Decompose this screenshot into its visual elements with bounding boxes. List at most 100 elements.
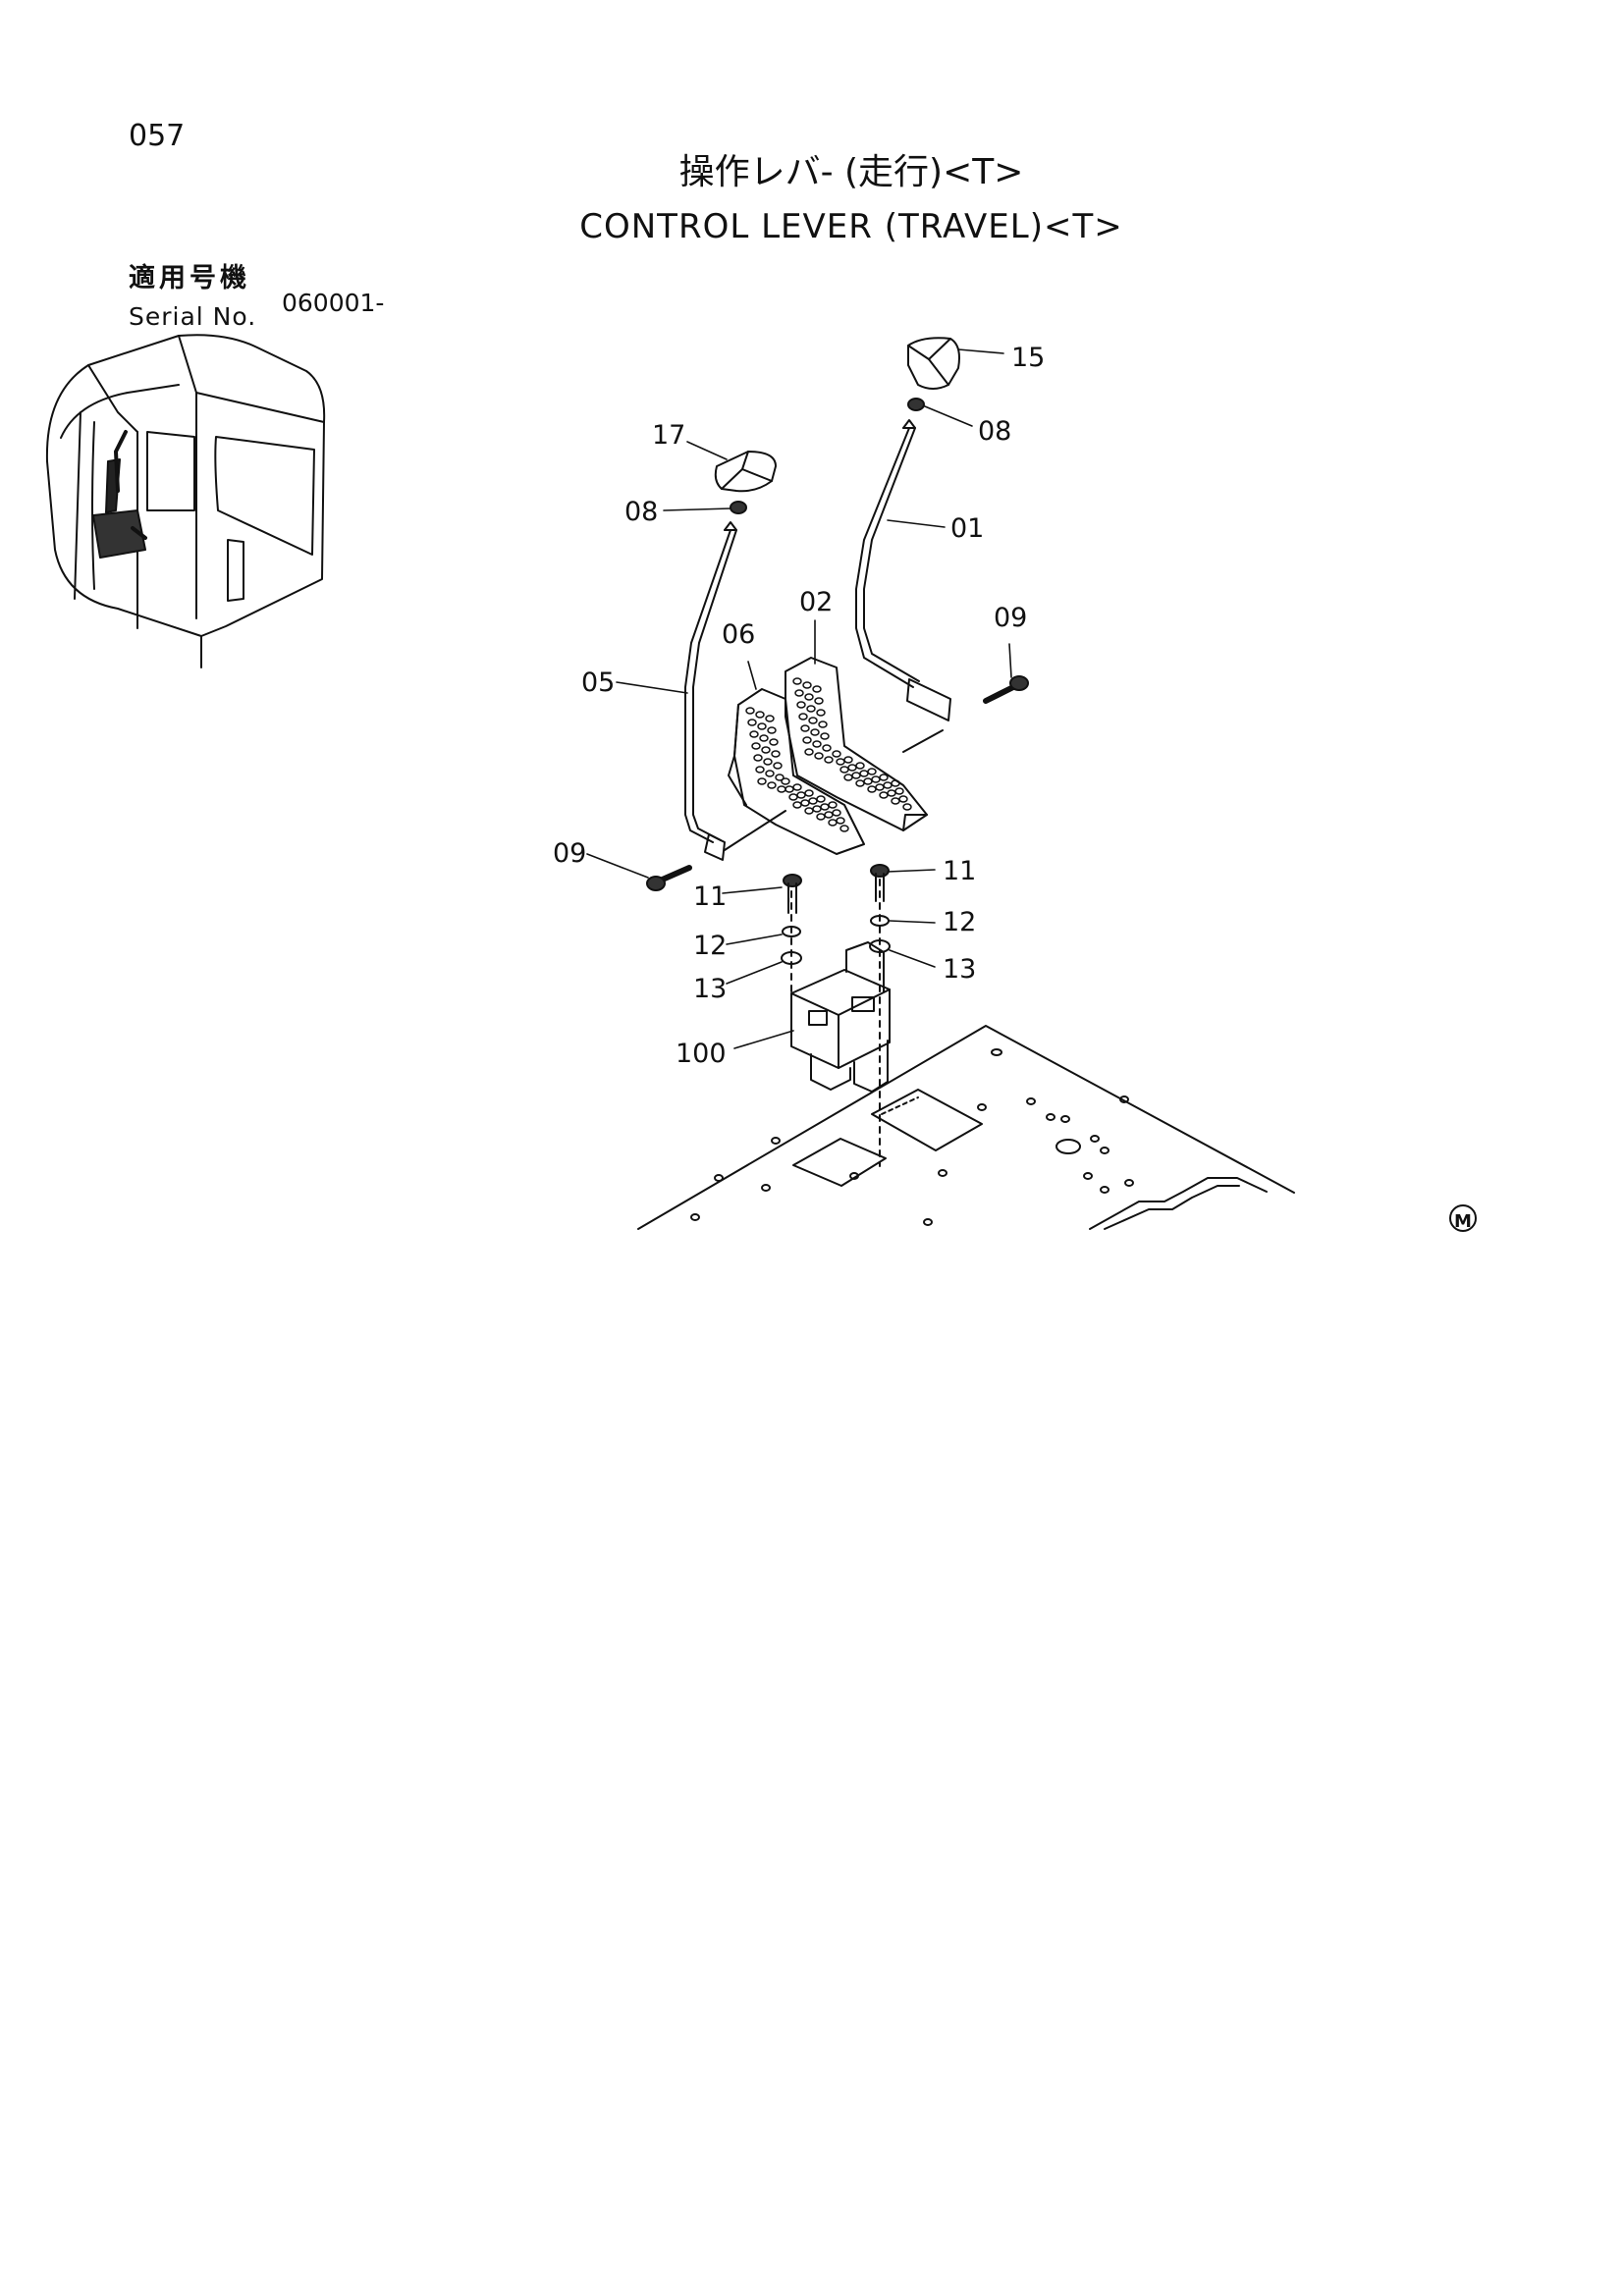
grip-hole <box>855 762 865 770</box>
circled-m-letter: M <box>1454 1211 1472 1232</box>
grip-hole <box>806 705 816 713</box>
grip-hole <box>820 803 830 811</box>
grip-hole <box>898 795 908 803</box>
serial-label-english: Serial No. <box>129 302 257 331</box>
grip-hole <box>810 728 820 736</box>
grip-hole <box>816 795 826 803</box>
grip-hole <box>859 770 869 777</box>
grip-hole <box>794 689 804 697</box>
knob-17 <box>714 451 777 493</box>
grip-hole <box>867 768 877 775</box>
grip-hole <box>763 758 773 766</box>
callout-11-left: 11 <box>693 881 727 912</box>
grip-hole <box>802 736 812 744</box>
grip-hole <box>832 809 841 817</box>
callout-08-right: 08 <box>978 416 1011 447</box>
grip-hole <box>871 775 881 783</box>
knob-15 <box>907 337 960 390</box>
grip-hole <box>822 744 832 752</box>
grip-hole <box>894 787 904 795</box>
grip-hole <box>771 750 781 758</box>
grip-hole <box>804 789 814 797</box>
grip-hole <box>812 805 822 813</box>
bracket-line-left <box>724 810 786 851</box>
grip-hole <box>781 777 790 785</box>
callout-15: 15 <box>1011 343 1045 373</box>
page-number: 057 <box>129 119 186 153</box>
floor-plate <box>637 1025 1295 1230</box>
grip-hole <box>765 715 775 722</box>
grip-hole <box>851 772 861 779</box>
grip-hole <box>788 793 798 801</box>
callout-02: 02 <box>799 587 833 617</box>
callout-11-right: 11 <box>943 856 976 886</box>
grip-hole <box>832 750 841 758</box>
grip-hole <box>792 677 802 685</box>
grip-hole <box>824 756 834 764</box>
grip-hole <box>759 734 769 742</box>
cab-overview-illustration <box>45 334 326 668</box>
grip-hole <box>883 781 893 789</box>
grip-hole <box>775 774 785 781</box>
grip-hole <box>836 758 845 766</box>
grip-hole <box>751 742 761 750</box>
grip-hole <box>798 713 808 721</box>
grip-hole <box>887 789 896 797</box>
grip-hole <box>812 740 822 748</box>
grip-hole <box>773 762 783 770</box>
lever-left-05 <box>684 521 737 861</box>
grip-hole <box>755 766 765 774</box>
grip-hole <box>839 825 849 832</box>
callout-01: 01 <box>950 513 984 544</box>
grip-hole <box>879 791 889 799</box>
grip-hole <box>863 777 873 785</box>
grip-hole <box>818 721 828 728</box>
nut-08-left <box>730 501 747 514</box>
grip-hole <box>824 811 834 819</box>
grip-hole <box>769 738 779 746</box>
callout-17: 17 <box>652 420 685 451</box>
grip-hole <box>828 819 838 827</box>
leader-lines <box>586 348 1012 1049</box>
bracket-line-right <box>902 729 944 753</box>
grip-hole <box>747 719 757 726</box>
grip-hole <box>814 752 824 760</box>
screw-11-right <box>870 864 890 902</box>
grip-hole <box>843 756 853 764</box>
grip-hole <box>839 766 849 774</box>
grip-hole <box>828 801 838 809</box>
callout-09-left: 09 <box>553 838 586 869</box>
pedal-grip-holes <box>745 677 912 832</box>
callout-05: 05 <box>581 667 615 698</box>
grip-hole <box>765 770 775 777</box>
grip-hole <box>875 783 885 791</box>
grip-hole <box>891 779 900 787</box>
grip-hole <box>804 807 814 815</box>
pedal-right-02 <box>785 657 928 831</box>
grip-hole <box>745 707 755 715</box>
bolt-09-left <box>646 865 692 891</box>
bolt-09-right <box>983 675 1029 704</box>
grip-hole <box>843 774 853 781</box>
grip-hole <box>796 701 806 709</box>
title-english: CONTROL LEVER (TRAVEL)<T> <box>579 207 1123 246</box>
grip-hole <box>757 777 767 785</box>
circled-m-mark: M <box>1449 1204 1477 1232</box>
grip-hole <box>847 764 857 772</box>
grip-hole <box>804 693 814 701</box>
grip-hole <box>755 711 765 719</box>
grip-hole <box>836 817 845 825</box>
grip-hole <box>855 779 865 787</box>
callout-13-right: 13 <box>943 954 976 985</box>
grip-hole <box>757 722 767 730</box>
grip-hole <box>792 801 802 809</box>
nut-08-right <box>907 398 925 411</box>
callout-12-right: 12 <box>943 907 976 937</box>
callout-06: 06 <box>722 619 755 650</box>
lever-right-01 <box>855 419 951 721</box>
callout-100: 100 <box>676 1039 727 1069</box>
grip-hole <box>808 797 818 805</box>
grip-hole <box>802 681 812 689</box>
grip-hole <box>814 697 824 705</box>
title-japanese: 操作レバ- (走行)<T> <box>678 152 1024 192</box>
